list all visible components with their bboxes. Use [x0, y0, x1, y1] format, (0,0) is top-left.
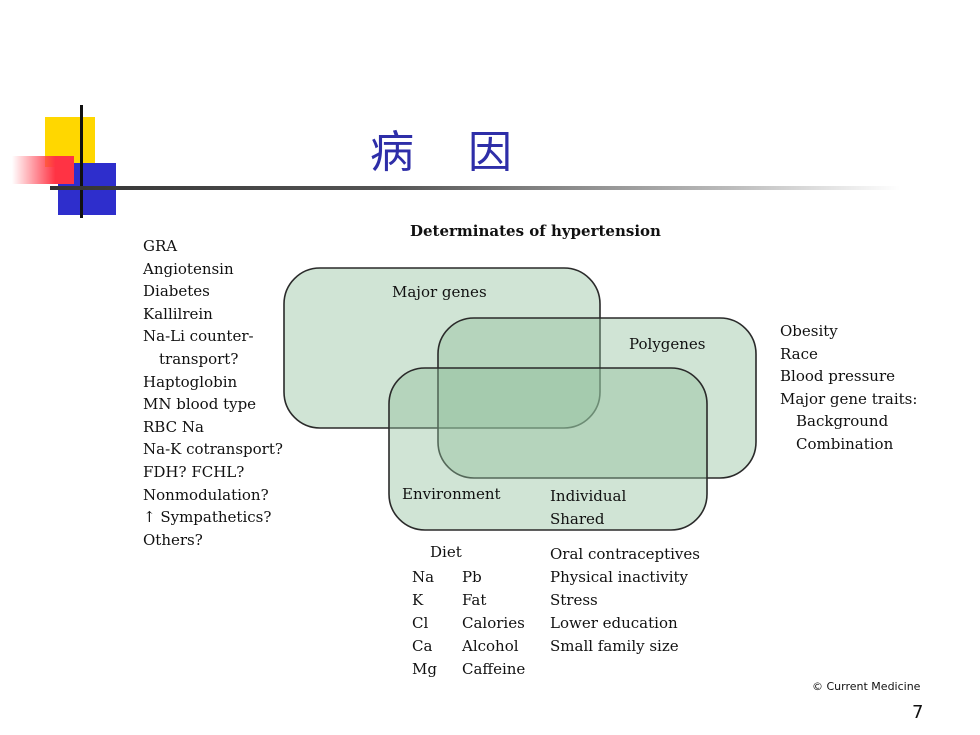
diet-item: Caffeine — [462, 660, 526, 678]
diet-item: Mg — [412, 660, 437, 678]
list-item: GRA — [143, 237, 178, 255]
diet-item: Na — [412, 568, 435, 586]
list-item: Nonmodulation? — [143, 485, 269, 504]
diet-column-1: Na K Cl Ca Mg — [412, 566, 437, 681]
title-underline — [50, 186, 900, 190]
list-item: RBC Na — [143, 417, 204, 436]
list-item: Angiotensin — [143, 259, 234, 278]
list-item: Major gene traits: — [780, 389, 918, 408]
list-item: Haptoglobin — [143, 372, 238, 391]
right-factor-list: Obesity Race Blood pressure Major gene t… — [780, 320, 917, 456]
list-item: Obesity — [780, 322, 838, 340]
list-item: Physical inactivity — [550, 568, 689, 586]
environment-kinds: Individual Shared — [550, 485, 626, 531]
list-item: Lower education — [550, 614, 678, 632]
diet-item: Fat — [462, 591, 487, 609]
diet-item: Ca — [412, 637, 433, 655]
list-item: Background — [796, 412, 889, 431]
list-item: Others? — [143, 530, 203, 549]
list-item: Race — [780, 344, 818, 363]
environment-kind-shared: Shared — [550, 510, 605, 528]
set-polygenes — [437, 317, 757, 479]
set-major-genes — [283, 267, 601, 429]
slide-title: 病 因 — [370, 127, 532, 178]
diet-item: Cl — [412, 614, 429, 632]
diet-item: Calories — [462, 614, 525, 632]
diet-item: Alcohol — [462, 637, 519, 655]
list-item: Small family size — [550, 637, 679, 655]
label-environment: Environment — [402, 485, 501, 503]
list-item: transport? — [159, 349, 239, 368]
list-item: Na-Li counter- — [143, 327, 254, 346]
label-major-genes: Major genes — [392, 283, 487, 301]
list-item: Diabetes — [143, 282, 210, 301]
list-item: Combination — [796, 434, 894, 453]
set-environment — [388, 367, 708, 531]
diet-heading: Diet — [430, 543, 462, 561]
diet-column-2: Pb Fat Calories Alcohol Caffeine — [462, 566, 525, 681]
list-item: MN blood type — [143, 395, 257, 414]
list-item: Na-K cotransport? — [143, 440, 283, 459]
decor-red-bar — [12, 156, 74, 184]
page-number: 7 — [912, 702, 924, 723]
decor-vertical-line — [80, 105, 83, 218]
list-item: ↑ Sympathetics? — [143, 508, 272, 527]
list-item: Blood pressure — [780, 367, 896, 386]
diagram-title: Determinates of hypertension — [410, 222, 661, 240]
list-item: Kallilrein — [143, 304, 213, 323]
environment-kind-individual: Individual — [550, 487, 627, 505]
diet-item: Pb — [462, 568, 482, 586]
left-factor-list: GRA Angiotensin Diabetes Kallilrein Na-L… — [143, 235, 283, 551]
list-item: Oral contraceptives — [550, 545, 700, 563]
list-item: FDH? FCHL? — [143, 462, 245, 481]
list-item: Stress — [550, 591, 598, 609]
diet-item: K — [412, 591, 424, 609]
copyright-notice: © Current Medicine — [812, 680, 921, 693]
other-factor-list: Oral contraceptives Physical inactivity … — [550, 543, 700, 658]
label-polygenes: Polygenes — [629, 335, 706, 353]
